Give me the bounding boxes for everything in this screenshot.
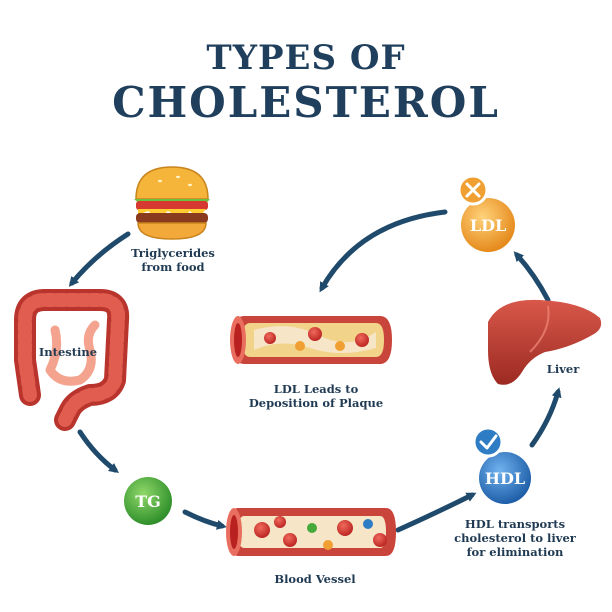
burger-icon xyxy=(134,166,210,240)
tg-label: TG xyxy=(135,492,161,511)
cross-icon xyxy=(457,174,489,206)
intestine-label: Intestine xyxy=(38,345,98,359)
blood-vessel-label: Blood Vessel xyxy=(274,572,356,586)
check-icon xyxy=(472,426,504,458)
arrow-tg-to-vessel xyxy=(182,509,227,530)
liver-icon xyxy=(488,299,602,385)
plaque-vessel-icon xyxy=(230,316,392,364)
ldl-label: LDL xyxy=(470,216,506,235)
arrow-vessel-to-hdl xyxy=(395,492,477,533)
arrows xyxy=(68,209,562,533)
blood-vessel-icon xyxy=(226,508,396,556)
arrow-intestine-to-tg xyxy=(77,429,119,474)
title-line-1: TYPES OF xyxy=(206,38,406,78)
title-line-2: CHOLESTEROL xyxy=(112,78,500,127)
hdl-badge: HDL xyxy=(472,426,531,504)
arrow-food-to-intestine xyxy=(68,231,131,287)
ldl-badge: LDL xyxy=(457,174,515,252)
arrow-liver-to-ldl xyxy=(513,251,551,303)
arrow-ldl-to-plaque xyxy=(319,209,448,293)
hdl-transport-label: HDL transports cholesterol to liver for … xyxy=(454,517,576,559)
liver-label: Liver xyxy=(546,362,580,376)
arrow-hdl-to-liver xyxy=(529,387,562,448)
triglycerides-label: Triglycerides from food xyxy=(131,246,215,274)
hdl-label: HDL xyxy=(485,469,525,488)
intestine-icon xyxy=(14,289,130,431)
tg-badge: TG xyxy=(124,477,172,525)
ldl-plaque-label: LDL Leads to Deposition of Plaque xyxy=(248,382,384,410)
